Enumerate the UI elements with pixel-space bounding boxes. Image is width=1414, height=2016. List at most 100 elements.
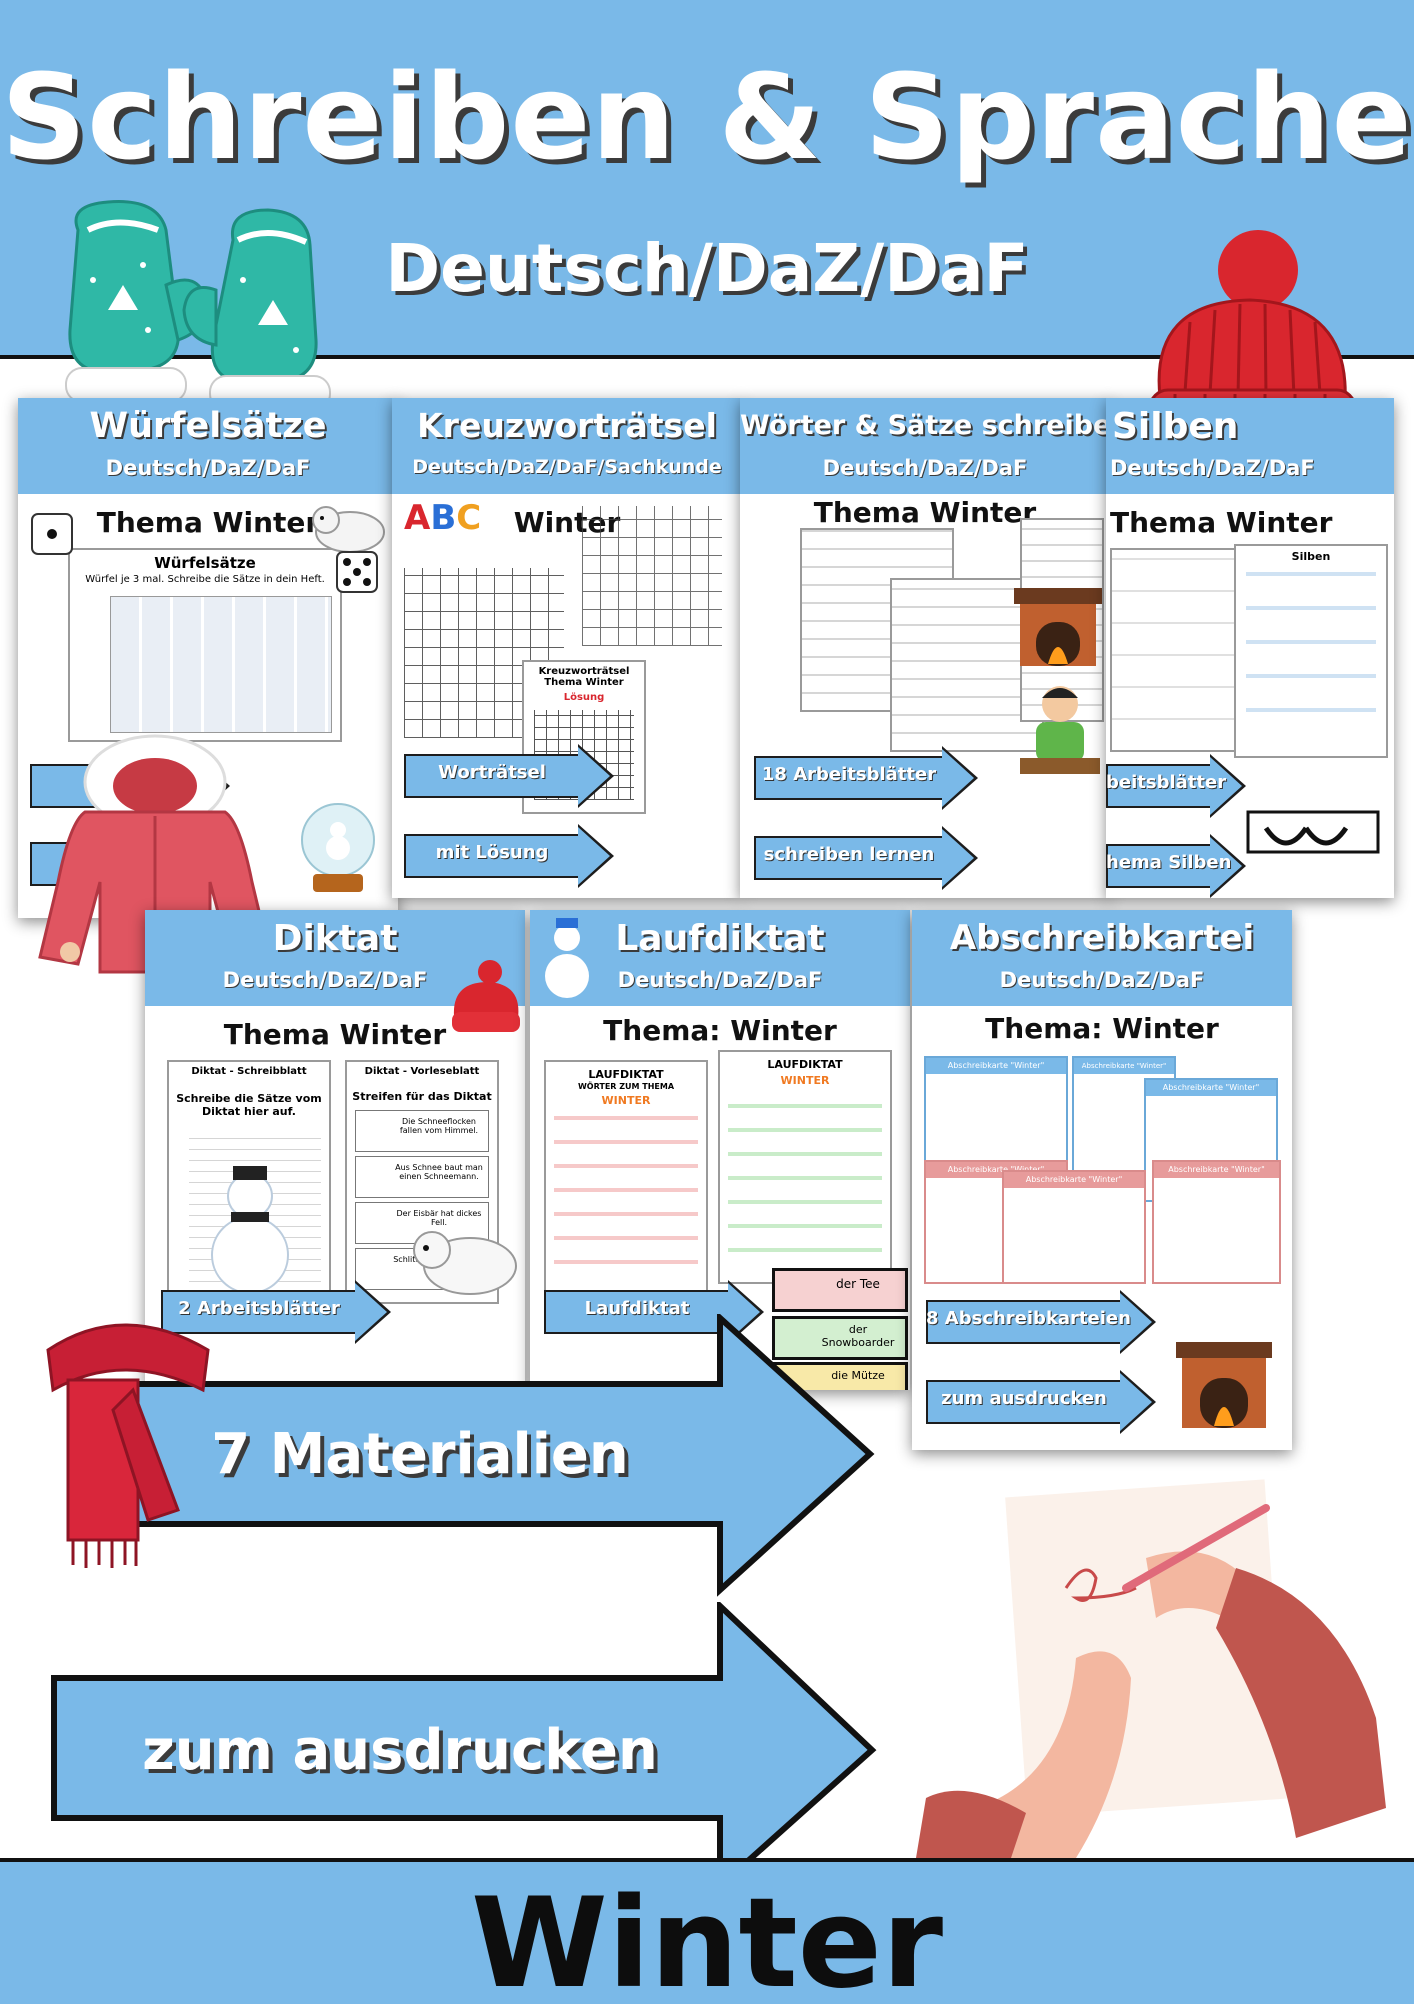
- card-subtitle: Deutsch/DaZ/DaF/Sachkunde: [412, 456, 722, 478]
- sheet-title: Diktat - Schreibblatt: [191, 1066, 307, 1077]
- copy-card: Abschreibkarte "Winter": [1152, 1160, 1281, 1284]
- card-subtitle: Deutsch/DaZ/DaF: [822, 456, 1028, 480]
- card-title: Silben: [1112, 406, 1239, 447]
- footer-banner: [0, 1858, 1414, 2004]
- child-writing-icon: [1020, 686, 1100, 774]
- tag-label: beitsblätter: [1106, 772, 1227, 793]
- dice-grid: [110, 596, 332, 733]
- card-subtitle: Deutsch/DaZ/DaF: [1110, 456, 1315, 480]
- tag-label: 8 Abschreibkarteien: [926, 1308, 1131, 1329]
- laufdiktat-sheet: LAUFDIKTAT WINTER: [718, 1050, 892, 1284]
- dice-icon: [31, 513, 73, 555]
- tag-arrow: 2 Arbeitsblätter: [161, 1280, 391, 1344]
- card-abschreibkartei: Abschreibkartei Deutsch/DaZ/DaF Thema: W…: [912, 910, 1292, 1450]
- card-theme: Thema Winter: [1110, 506, 1333, 539]
- tag-label: 2 Arbeitsblätter: [178, 1298, 340, 1319]
- card-title: Abschreibkartei: [949, 918, 1255, 958]
- fireplace-icon: [1014, 588, 1102, 666]
- copy-card-label: Abschreibkarte "Winter": [1074, 1058, 1174, 1074]
- syllable-grid: [1246, 572, 1376, 742]
- strip-sentence: Der Eisbär hat dickes Fell.: [396, 1209, 482, 1227]
- sheet-word: WINTER: [780, 1074, 830, 1087]
- word-card: der Tee: [772, 1268, 908, 1312]
- card-title: Wörter & Sätze schreiben: [740, 410, 1110, 441]
- syllable-arc-icon: [1246, 810, 1380, 854]
- strip: Die Schneeflocken fallen vom Himmel.: [355, 1110, 489, 1152]
- strip: Aus Schnee baut man einen Schneemann.: [355, 1156, 489, 1198]
- tag-label: hema Silben: [1106, 852, 1232, 873]
- worksheet-preview: Würfelsätze Würfel je 3 mal. Schreibe di…: [68, 548, 342, 742]
- tag-arrow: schreiben lernen: [754, 826, 978, 890]
- card-title: Würfelsätze: [89, 406, 327, 446]
- arrow-materialien-label: 7 Materialien: [211, 1421, 629, 1487]
- mittens-icon: [65, 200, 331, 411]
- crossword-grid: [582, 506, 722, 646]
- sheet-title: Silben: [1291, 550, 1331, 563]
- tag-arrow: Laufdiktat: [544, 1280, 764, 1344]
- sheet-subtitle: Lösung: [563, 692, 605, 703]
- snow-globe-icon: [301, 803, 375, 892]
- card-title: Diktat: [272, 918, 398, 959]
- word-rows: [554, 1114, 698, 1284]
- scarf-icon: [46, 1323, 210, 1568]
- polar-bear-icon: [413, 1231, 517, 1295]
- abc-letters: ABC: [404, 498, 482, 538]
- card-header: [530, 910, 910, 1006]
- arrow-ausdrucken-shape: [51, 1602, 877, 1892]
- sheet-title: Kreuzworträtsel Thema Winter: [538, 666, 630, 688]
- word-label: der Tee: [836, 1277, 880, 1291]
- tag-label: 18 Arbeitsblätter: [761, 764, 937, 785]
- card-theme: Thema: Winter: [603, 1014, 837, 1047]
- sheet-title: Würfelsätze: [154, 554, 256, 572]
- dice-icon: [336, 551, 378, 593]
- copy-card-label: Abschreibkarte "Winter": [1146, 1080, 1276, 1096]
- card-theme: Thema: Winter: [985, 1012, 1219, 1045]
- card-subtitle: Deutsch/DaZ/DaF: [105, 456, 311, 480]
- tag-label: Worträtsel: [438, 762, 546, 783]
- card-laufdiktat: Laufdiktat Deutsch/DaZ/DaF Thema: Winter…: [530, 910, 910, 1390]
- tag-label: schreiben lernen: [763, 844, 935, 865]
- sheet-word: WINTER: [601, 1094, 651, 1107]
- card-title: Kreuzworträtsel: [417, 406, 717, 445]
- word-label: die Mütze: [831, 1369, 885, 1382]
- sheet-instruction: Würfel je 3 mal. Schreibe die Sätze in d…: [85, 574, 325, 585]
- laufdiktat-sheet: LAUFDIKTAT WÖRTER ZUM THEMA WINTER: [544, 1060, 708, 1294]
- strip-sentence: Aus Schnee baut man einen Schneemann.: [395, 1163, 483, 1181]
- card-kreuzwortraetsel: Kreuzworträtsel Deutsch/DaZ/DaF/Sachkund…: [392, 398, 742, 898]
- snowman-icon: [211, 1166, 289, 1294]
- card-header: [18, 398, 398, 494]
- strip-sentence: Die Schneeflocken fallen vom Himmel.: [399, 1117, 479, 1135]
- page-subtitle: Deutsch/DaZ/DaF: [385, 230, 1029, 307]
- card-subtitle: Deutsch/DaZ/DaF: [222, 968, 428, 992]
- card-subtitle: Deutsch/DaZ/DaF: [617, 968, 823, 992]
- tag-arrow: zum ausdrucken: [926, 1370, 1156, 1434]
- card-header: [740, 398, 1110, 494]
- word-label: der Snowboarder: [821, 1323, 895, 1349]
- sheet-title: LAUFDIKTAT: [767, 1058, 843, 1071]
- fireplace-icon: [1176, 1342, 1272, 1428]
- card-header: [912, 910, 1292, 1006]
- card-theme: Thema Winter: [223, 1018, 447, 1051]
- arrow-materialien-shape: [101, 1314, 875, 1597]
- sheet-title: Diktat - Vorleseblatt: [364, 1066, 480, 1077]
- tag-arrow: mit Lösung: [404, 824, 614, 888]
- worksheet-preview: Silben: [1234, 544, 1388, 758]
- tag-arrow: beitsblätter: [1106, 754, 1246, 818]
- tag-arrow: 8 Abschreibkarteien: [926, 1290, 1156, 1354]
- card-theme: Thema Winter: [813, 496, 1037, 529]
- polar-bear-icon: [312, 506, 385, 553]
- tag-label: Laufdiktat: [584, 1298, 690, 1319]
- snowman-icon: [545, 918, 589, 998]
- strip-title: Streifen für das Diktat: [352, 1090, 492, 1103]
- copy-card-label: Abschreibkarte "Winter": [1004, 1172, 1144, 1188]
- winter-jacket-icon: [38, 734, 272, 974]
- tag-label: zum ausdrucken: [941, 1388, 1107, 1409]
- word-card: der Snowboarder: [772, 1316, 908, 1360]
- beanie-hat-icon: [452, 960, 520, 1032]
- sheet-instruction: Schreibe die Sätze vom Diktat hier auf.: [176, 1092, 322, 1118]
- arrow-ausdrucken-label: zum ausdrucken: [142, 1717, 658, 1783]
- word-rows: [728, 1096, 882, 1272]
- tag-label: mit Lösung: [435, 842, 549, 863]
- page-title: Schreiben & Sprache: [1, 48, 1413, 186]
- card-header: [1106, 398, 1394, 494]
